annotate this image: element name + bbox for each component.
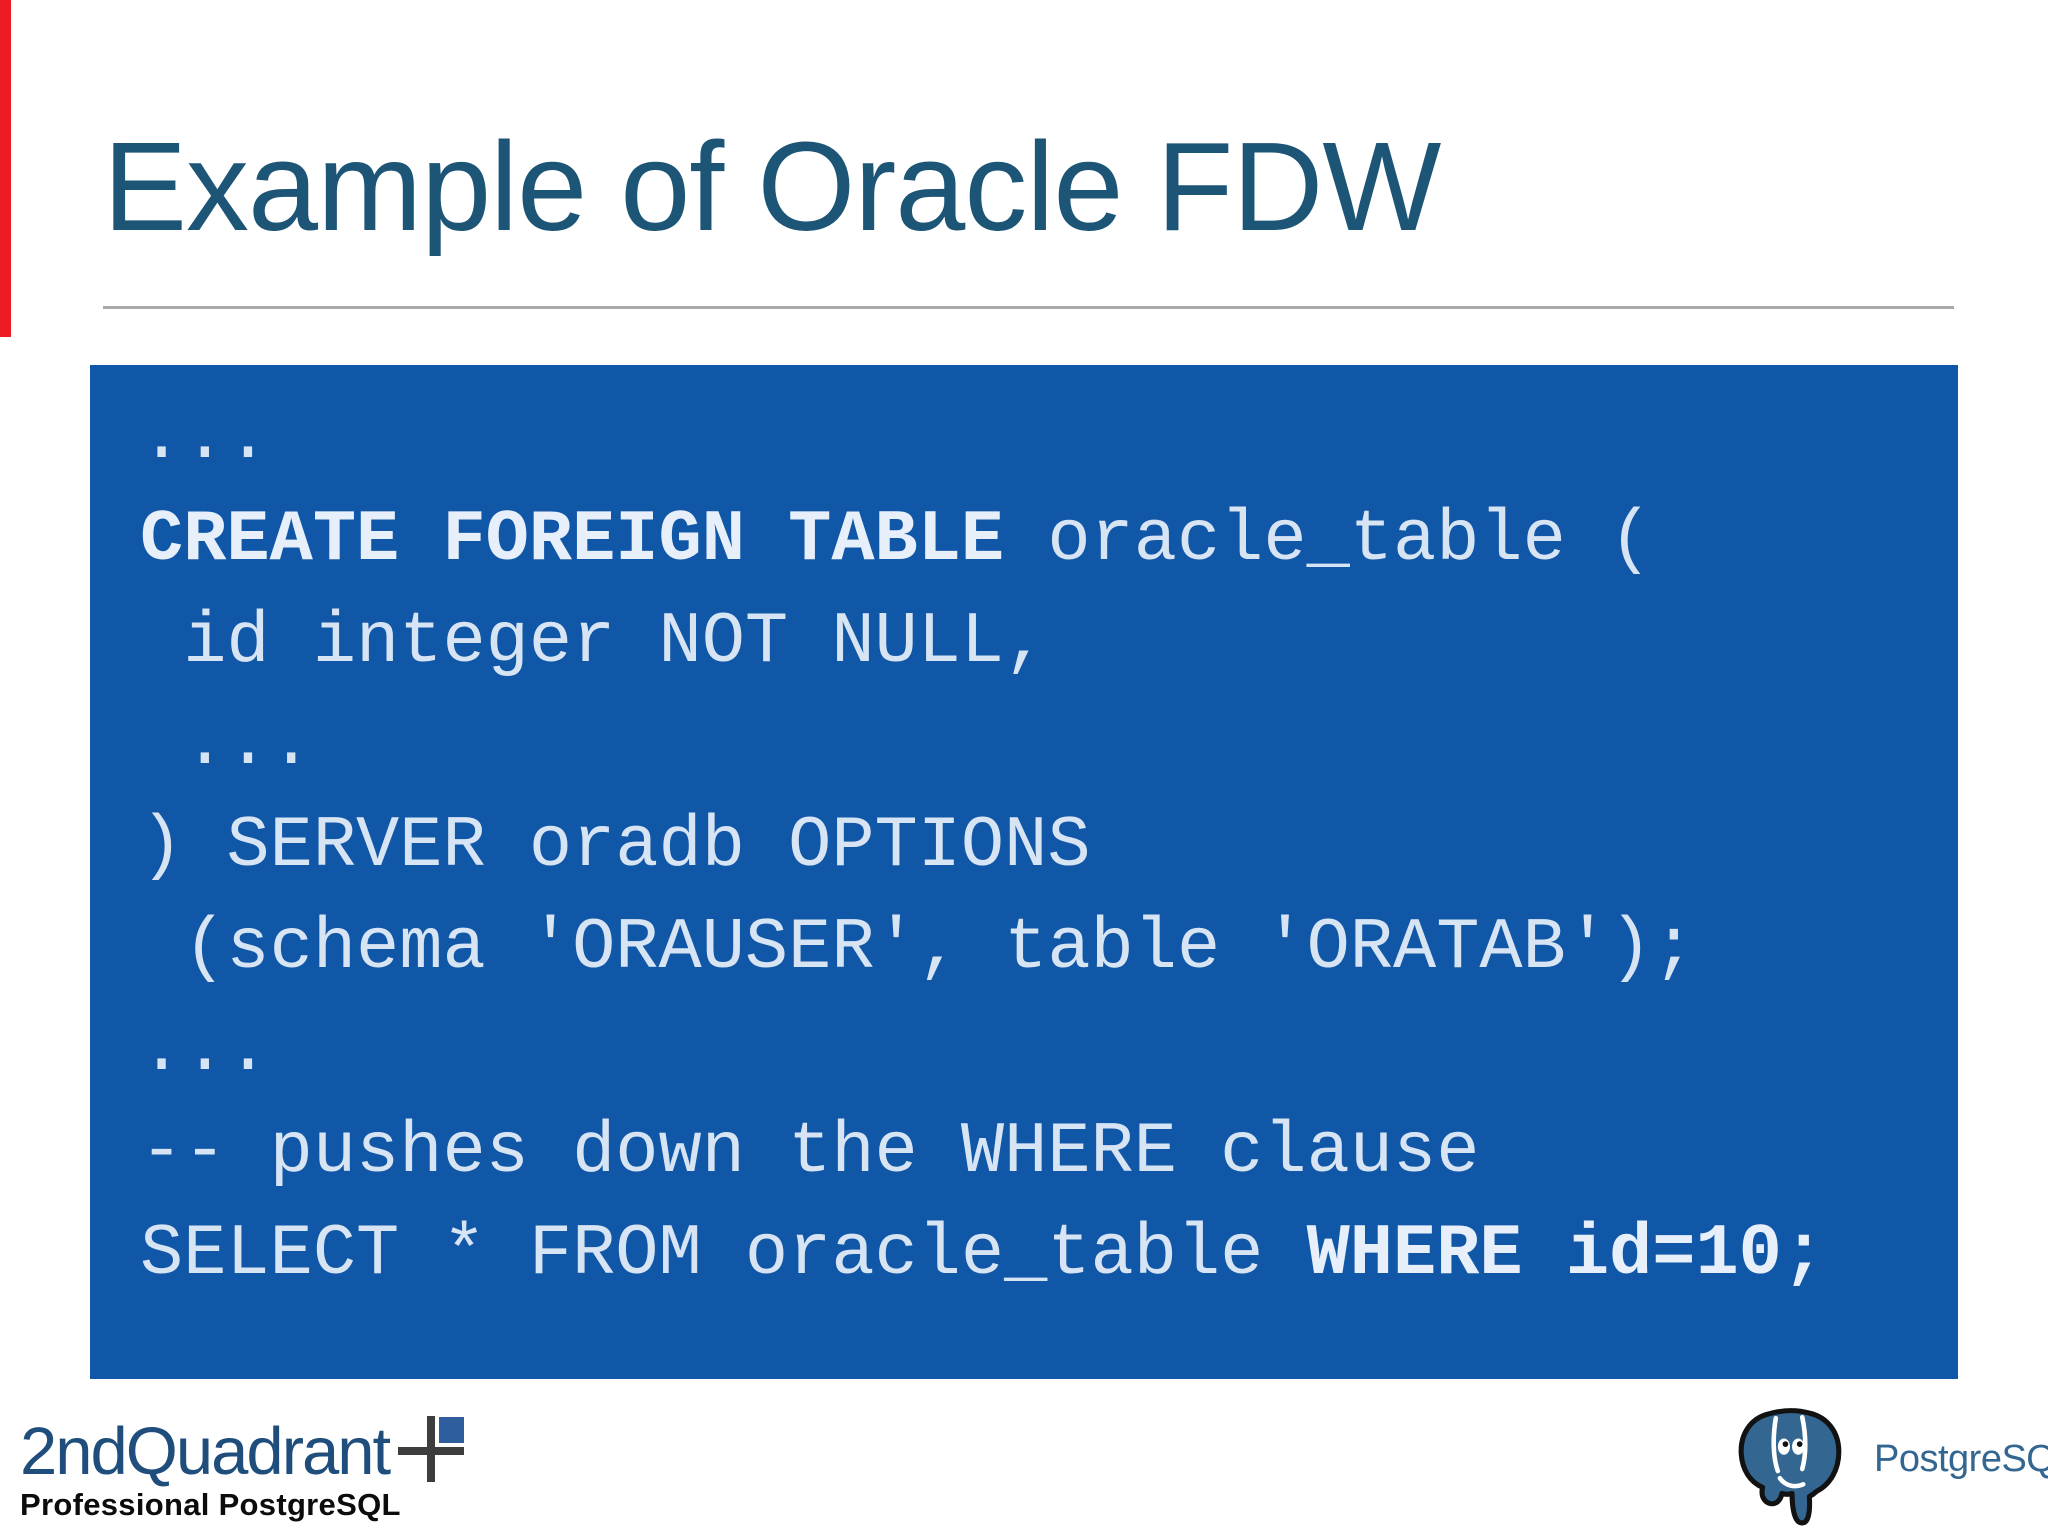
code-line: (schema 'ORAUSER', table 'ORATAB'); [140, 897, 1958, 999]
second-quadrant-logo: 2ndQuadrant Professional PostgreSQL [20, 1414, 401, 1523]
postgresql-label: PostgreSQL [1874, 1438, 2048, 1480]
brand-tagline: Professional PostgreSQL [20, 1487, 401, 1522]
code-text: -- pushes down the WHERE clause [140, 1111, 1480, 1193]
code-text: ... [140, 703, 313, 785]
postgresql-elephant-icon [1738, 1408, 1842, 1526]
code-keyword: WHERE id=10; [1306, 1213, 1826, 1295]
page-title: Example of Oracle FDW [103, 116, 1441, 257]
code-line: -- pushes down the WHERE clause [140, 1101, 1958, 1203]
code-keyword: CREATE FOREIGN TABLE [140, 499, 1005, 581]
code-line: SELECT * FROM oracle_table WHERE id=10; [140, 1203, 1958, 1305]
code-line: id integer NOT NULL, [140, 591, 1958, 693]
code-text: ) SERVER oradb OPTIONS [140, 805, 1091, 887]
code-line: ... [140, 999, 1958, 1101]
code-line: ) SERVER oradb OPTIONS [140, 795, 1958, 897]
code-text: oracle_table ( [1004, 499, 1653, 581]
brand-name: 2ndQuadrant [20, 1414, 391, 1489]
quadrant-cross-icon [398, 1416, 464, 1482]
cross-square [439, 1417, 464, 1443]
code-text: id integer NOT NULL, [140, 601, 1048, 683]
code-block: ... CREATE FOREIGN TABLE oracle_table ( … [90, 365, 1958, 1379]
red-edge-bar [0, 0, 11, 337]
code-line: ... [140, 693, 1958, 795]
code-line: ... [140, 387, 1958, 489]
cross-horizontal-bar [398, 1447, 464, 1455]
code-line: CREATE FOREIGN TABLE oracle_table ( [140, 489, 1958, 591]
title-divider [103, 306, 1954, 309]
code-text: (schema 'ORAUSER', table 'ORATAB'); [140, 907, 1696, 989]
code-text: SELECT * FROM oracle_table [140, 1213, 1307, 1295]
code-text: ... [140, 397, 270, 479]
code-text: ... [140, 1009, 270, 1091]
